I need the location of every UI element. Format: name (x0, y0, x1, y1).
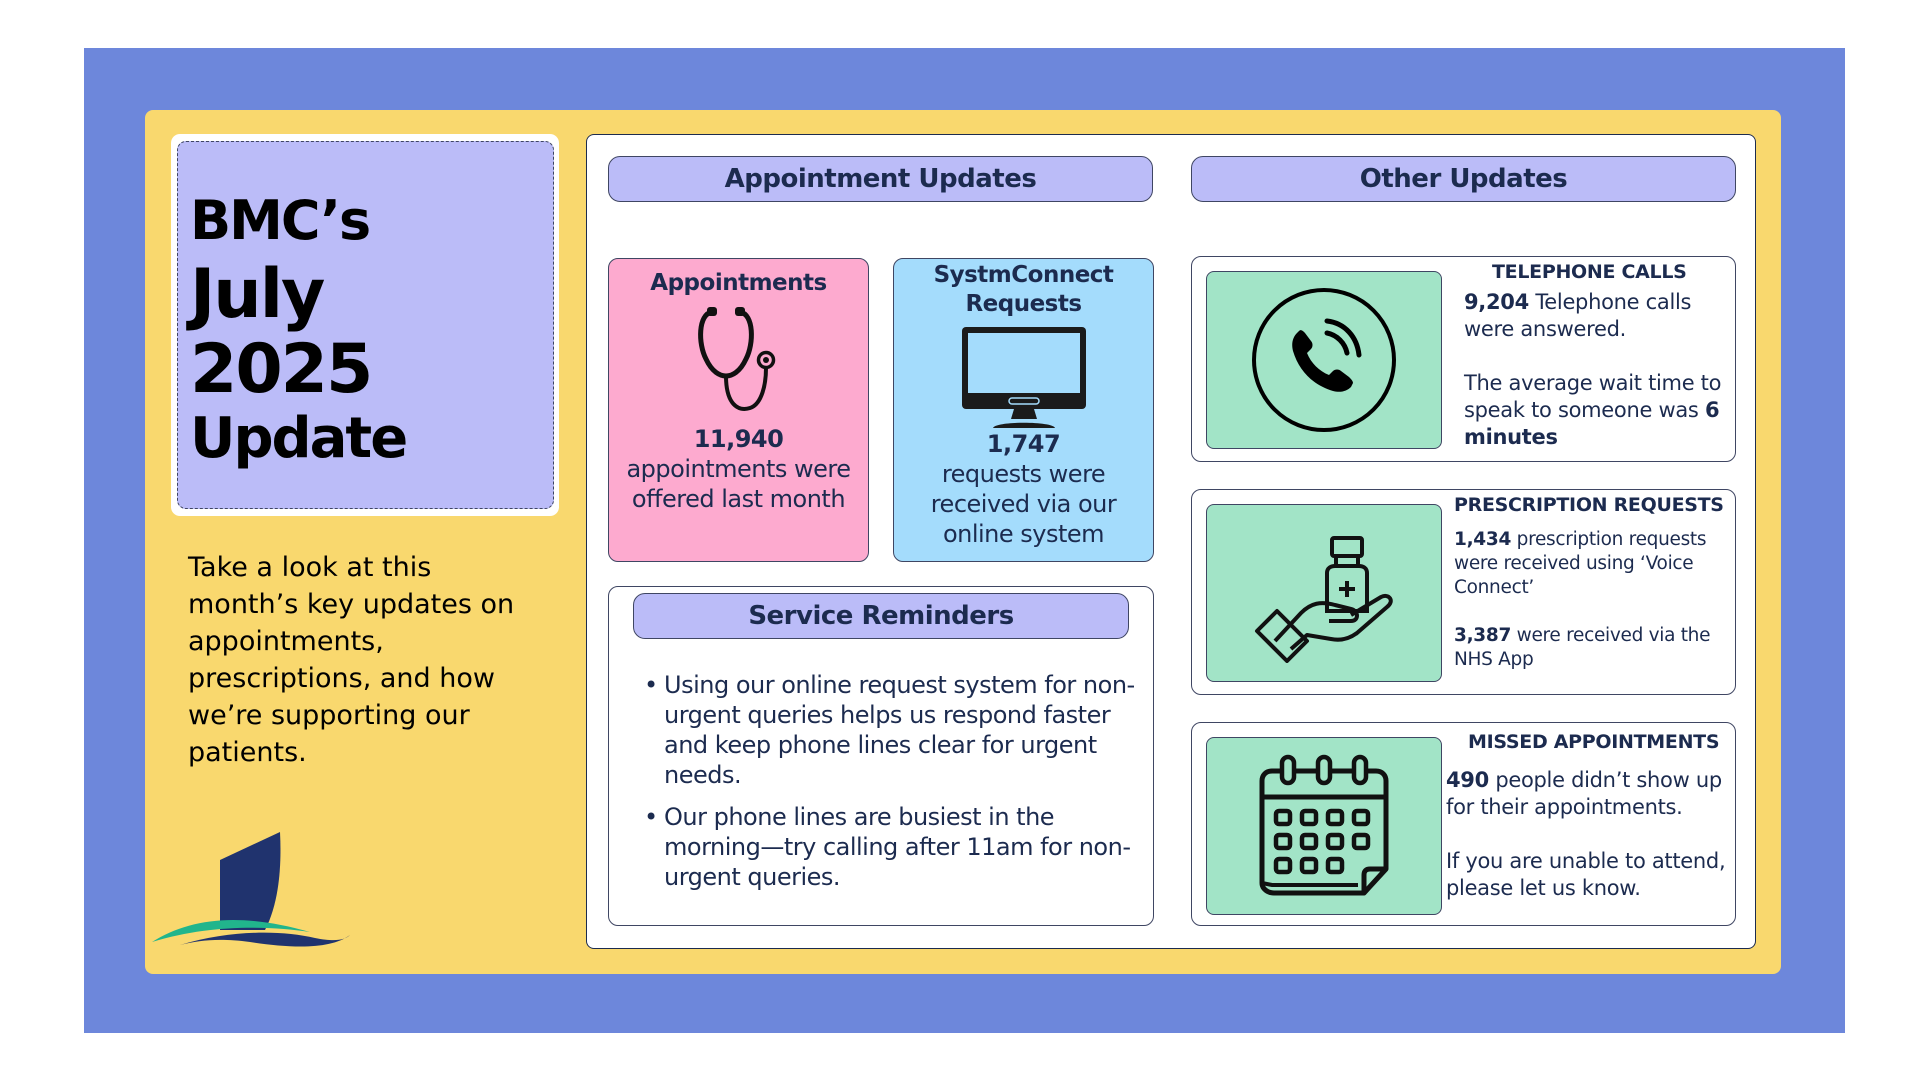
prescription-requests-text: 1,434 prescription requests were receive… (1454, 528, 1724, 672)
telephone-calls-value: 9,204 (1464, 290, 1529, 314)
hand-medicine-bottle-icon (1206, 504, 1442, 682)
appointments-card: Appointments 11,940 appointments were of… (608, 258, 869, 562)
nhs-app-value: 3,387 (1454, 625, 1512, 646)
prescription-requests-title: PRESCRIPTION REQUESTS (1454, 494, 1724, 516)
wait-time-line: The average wait time to speak to someon… (1464, 370, 1726, 451)
title-line-update: Update (190, 406, 408, 471)
wait-time-text: The average wait time to speak to someon… (1464, 371, 1722, 422)
appointments-description: appointments were offered last month (626, 455, 851, 513)
telephone-calls-text: 9,204 Telephone calls were answered. The… (1464, 289, 1726, 451)
service-reminders-header: Service Reminders (633, 593, 1129, 639)
telephone-answered-line: 9,204 Telephone calls were answered. (1464, 289, 1726, 343)
reminder-item: Our phone lines are busiest in the morni… (644, 802, 1145, 892)
calendar-icon (1206, 737, 1442, 915)
ship-on-waves-logo (150, 830, 360, 950)
service-reminders-list: Using our online request system for non-… (640, 670, 1145, 904)
nhs-app-text: were received via the NHS App (1454, 625, 1711, 670)
missed-appointments-value: 490 (1446, 768, 1489, 792)
stethoscope-icon (609, 304, 868, 416)
nhs-app-line: 3,387 were received via the NHS App (1454, 624, 1724, 672)
appointments-value: 11,940 (693, 425, 784, 453)
systmconnect-description: requests were received via our online sy… (930, 460, 1117, 548)
phone-call-icon (1206, 271, 1442, 449)
systmconnect-title-line1: SystmConnect (933, 262, 1114, 288)
missed-advice-text: If you are unable to attend, please let … (1446, 849, 1726, 900)
telephone-calls-card: TELEPHONE CALLS 9,204 Telephone calls we… (1191, 256, 1736, 462)
appointment-updates-header: Appointment Updates (608, 156, 1153, 202)
title-line-year: 2025 (190, 330, 373, 409)
voice-connect-text: prescription requests were received usin… (1454, 529, 1707, 598)
wait-time-value: 6 minutes (1464, 398, 1720, 449)
systmconnect-value: 1,747 (986, 430, 1061, 458)
computer-monitor-icon (894, 325, 1153, 429)
prescription-requests-card: PRESCRIPTION REQUESTS 1,434 prescription… (1191, 489, 1736, 695)
telephone-calls-title: TELEPHONE CALLS (1492, 261, 1687, 283)
systmconnect-card: SystmConnect Requests 1,747 requests wer… (893, 258, 1154, 562)
title-line-month: July (190, 255, 325, 334)
appointments-title: Appointments (650, 270, 827, 296)
intro-text: Take a look at this month’s key updates … (188, 552, 515, 768)
voice-connect-value: 1,434 (1454, 529, 1512, 550)
missed-appointments-title: MISSED APPOINTMENTS (1468, 731, 1720, 753)
missed-appointments-text: 490 people didn’t show up for their appo… (1446, 767, 1736, 902)
other-updates-header: Other Updates (1191, 156, 1736, 202)
telephone-answered-text: Telephone calls were answered. (1464, 290, 1692, 341)
systmconnect-title-line2: Requests (965, 291, 1082, 317)
title-line-org: BMC’s (190, 189, 371, 252)
missed-count-text: people didn’t show up for their appointm… (1446, 768, 1722, 819)
missed-appointments-card: MISSED APPOINTMENTS 490 people didn’t sh… (1191, 722, 1736, 926)
reminder-item: Using our online request system for non-… (644, 670, 1145, 790)
missed-count-line: 490 people didn’t show up for their appo… (1446, 767, 1736, 821)
title-card: BMC’s July 2025 Update (177, 141, 554, 509)
voice-connect-line: 1,434 prescription requests were receive… (1454, 528, 1724, 600)
